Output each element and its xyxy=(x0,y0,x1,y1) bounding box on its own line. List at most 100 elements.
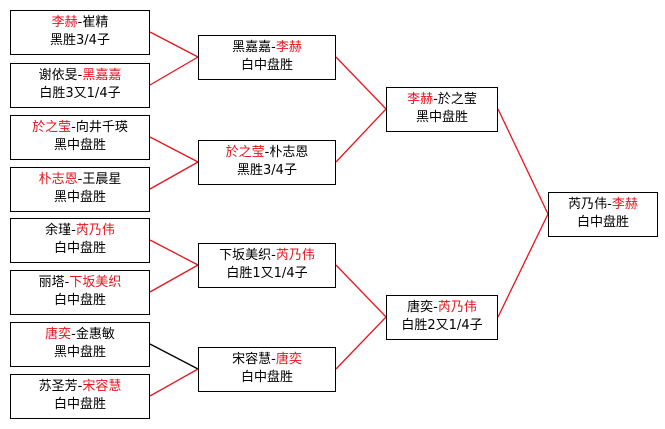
separator: - xyxy=(64,275,70,290)
match-box-r3-1: 李赫-於之莹 黑中盘胜 xyxy=(386,87,498,132)
connector-m7-q4 xyxy=(149,343,199,370)
match-players: 下坂美织-芮乃伟 xyxy=(199,247,335,265)
player-winner: 李赫 xyxy=(407,92,434,107)
match-players: 李赫-於之莹 xyxy=(387,91,497,109)
match-box-r1-6: 丽塔-下坂美织 白中盘胜 xyxy=(10,270,150,315)
separator: - xyxy=(271,248,276,263)
player-loser: 向井千瑛 xyxy=(75,120,128,135)
match-result: 白中盘胜 xyxy=(576,215,629,230)
match-players: 朴志恩-王晨星 xyxy=(11,171,149,189)
player-loser: 谢依旻 xyxy=(38,68,78,83)
match-players: 芮乃伟-李赫 xyxy=(549,196,657,214)
separator: - xyxy=(77,68,83,83)
match-box-r2-2: 於之莹-朴志恩 黑胜3/4子 xyxy=(198,140,336,185)
match-result: 黑中盘胜 xyxy=(415,110,468,125)
connector-m2-q1 xyxy=(149,56,199,86)
match-result: 白中盘胜 xyxy=(240,58,293,73)
match-result: 黑胜3/4子 xyxy=(50,33,110,48)
match-result: 黑胜3/4子 xyxy=(237,163,297,178)
player-loser: 於之莹 xyxy=(437,92,477,107)
match-box-r2-4: 宋容慧-唐奕 白中盘胜 xyxy=(198,347,336,392)
match-box-r2-3: 下坂美织-芮乃伟 白胜1又1/4子 xyxy=(198,243,336,288)
connector-m4-q2 xyxy=(149,161,199,190)
match-result: 黑中盘胜 xyxy=(53,138,106,153)
player-loser: 朴志恩 xyxy=(269,145,309,160)
player-loser: 下坂美织 xyxy=(219,248,272,263)
separator: - xyxy=(71,120,76,135)
match-players: 余瑾-芮乃伟 xyxy=(11,222,149,240)
separator: - xyxy=(271,352,276,367)
separator: - xyxy=(433,92,438,107)
player-winner: 李赫 xyxy=(611,197,638,212)
connector-s2-f1 xyxy=(497,213,549,318)
connector-s1-f1 xyxy=(497,108,549,215)
player-winner: 宋容慧 xyxy=(82,379,122,394)
match-result: 白中盘胜 xyxy=(240,370,293,385)
match-players: 唐奕-金惠敏 xyxy=(11,326,149,344)
match-players: 苏圣芳-宋容慧 xyxy=(11,378,149,396)
player-winner: 芮乃伟 xyxy=(437,300,477,315)
match-result: 黑中盘胜 xyxy=(53,345,106,360)
match-players: 於之莹-向井千瑛 xyxy=(11,119,149,137)
separator: - xyxy=(77,15,83,30)
match-result: 白中盘胜 xyxy=(53,397,106,412)
player-loser: 苏圣芳 xyxy=(38,379,78,394)
separator: - xyxy=(264,145,270,160)
match-box-r1-2: 谢依旻-黑嘉嘉 白胜3又1/4子 xyxy=(10,63,150,108)
connector-m5-q3 xyxy=(149,239,199,266)
match-players: 於之莹-朴志恩 xyxy=(199,144,335,162)
match-box-r2-1: 黑嘉嘉-李赫 白中盘胜 xyxy=(198,35,336,80)
match-result: 白胜1又1/4子 xyxy=(226,266,308,281)
connector-m1-q1 xyxy=(149,31,199,58)
separator: - xyxy=(433,300,438,315)
connector-q3-s2 xyxy=(335,264,387,318)
match-box-final: 芮乃伟-李赫 白中盘胜 xyxy=(548,192,658,237)
match-result: 白胜2又1/4子 xyxy=(401,318,483,333)
match-box-r3-2: 唐奕-芮乃伟 白胜2又1/4子 xyxy=(386,295,498,340)
separator: - xyxy=(607,197,612,212)
player-winner: 黑嘉嘉 xyxy=(82,68,122,83)
player-winner: 於之莹 xyxy=(225,145,265,160)
connector-m8-q4 xyxy=(149,368,199,397)
player-winner: 李赫 xyxy=(51,15,78,30)
match-box-r1-3: 於之莹-向井千瑛 黑中盘胜 xyxy=(10,115,150,160)
player-winner: 唐奕 xyxy=(45,327,72,342)
separator: - xyxy=(271,40,276,55)
player-loser: 余瑾 xyxy=(45,223,72,238)
connector-q1-s1 xyxy=(335,56,387,110)
match-result: 黑中盘胜 xyxy=(53,190,106,205)
player-winner: 芮乃伟 xyxy=(75,223,115,238)
connector-q4-s2 xyxy=(335,316,387,370)
match-result: 白中盘胜 xyxy=(53,241,106,256)
match-box-r1-4: 朴志恩-王晨星 黑中盘胜 xyxy=(10,167,150,212)
match-players: 丽塔-下坂美织 xyxy=(11,274,149,292)
player-loser: 金惠敏 xyxy=(75,327,115,342)
player-winner: 李赫 xyxy=(275,40,302,55)
connector-q2-s1 xyxy=(335,108,387,163)
separator: - xyxy=(71,327,76,342)
player-loser: 宋容慧 xyxy=(232,352,272,367)
match-players: 李赫-崔精 xyxy=(11,14,149,32)
player-loser: 唐奕 xyxy=(407,300,434,315)
match-players: 黑嘉嘉-李赫 xyxy=(199,39,335,57)
connector-m6-q3 xyxy=(149,264,199,293)
match-players: 宋容慧-唐奕 xyxy=(199,351,335,369)
player-loser: 芮乃伟 xyxy=(568,197,608,212)
player-loser: 崔精 xyxy=(82,15,109,30)
player-loser: 王晨星 xyxy=(82,172,122,187)
match-box-r1-7: 唐奕-金惠敏 黑中盘胜 xyxy=(10,322,150,367)
separator: - xyxy=(77,172,83,187)
match-players: 唐奕-芮乃伟 xyxy=(387,299,497,317)
player-winner: 下坂美织 xyxy=(69,275,122,290)
match-players: 谢依旻-黑嘉嘉 xyxy=(11,67,149,85)
player-winner: 朴志恩 xyxy=(38,172,78,187)
separator: - xyxy=(77,379,83,394)
separator: - xyxy=(71,223,76,238)
match-box-r1-5: 余瑾-芮乃伟 白中盘胜 xyxy=(10,218,150,263)
connector-m3-q2 xyxy=(149,136,199,163)
match-result: 白中盘胜 xyxy=(53,293,106,308)
player-winner: 芮乃伟 xyxy=(275,248,315,263)
player-loser: 黑嘉嘉 xyxy=(232,40,272,55)
player-loser: 丽塔 xyxy=(38,275,65,290)
